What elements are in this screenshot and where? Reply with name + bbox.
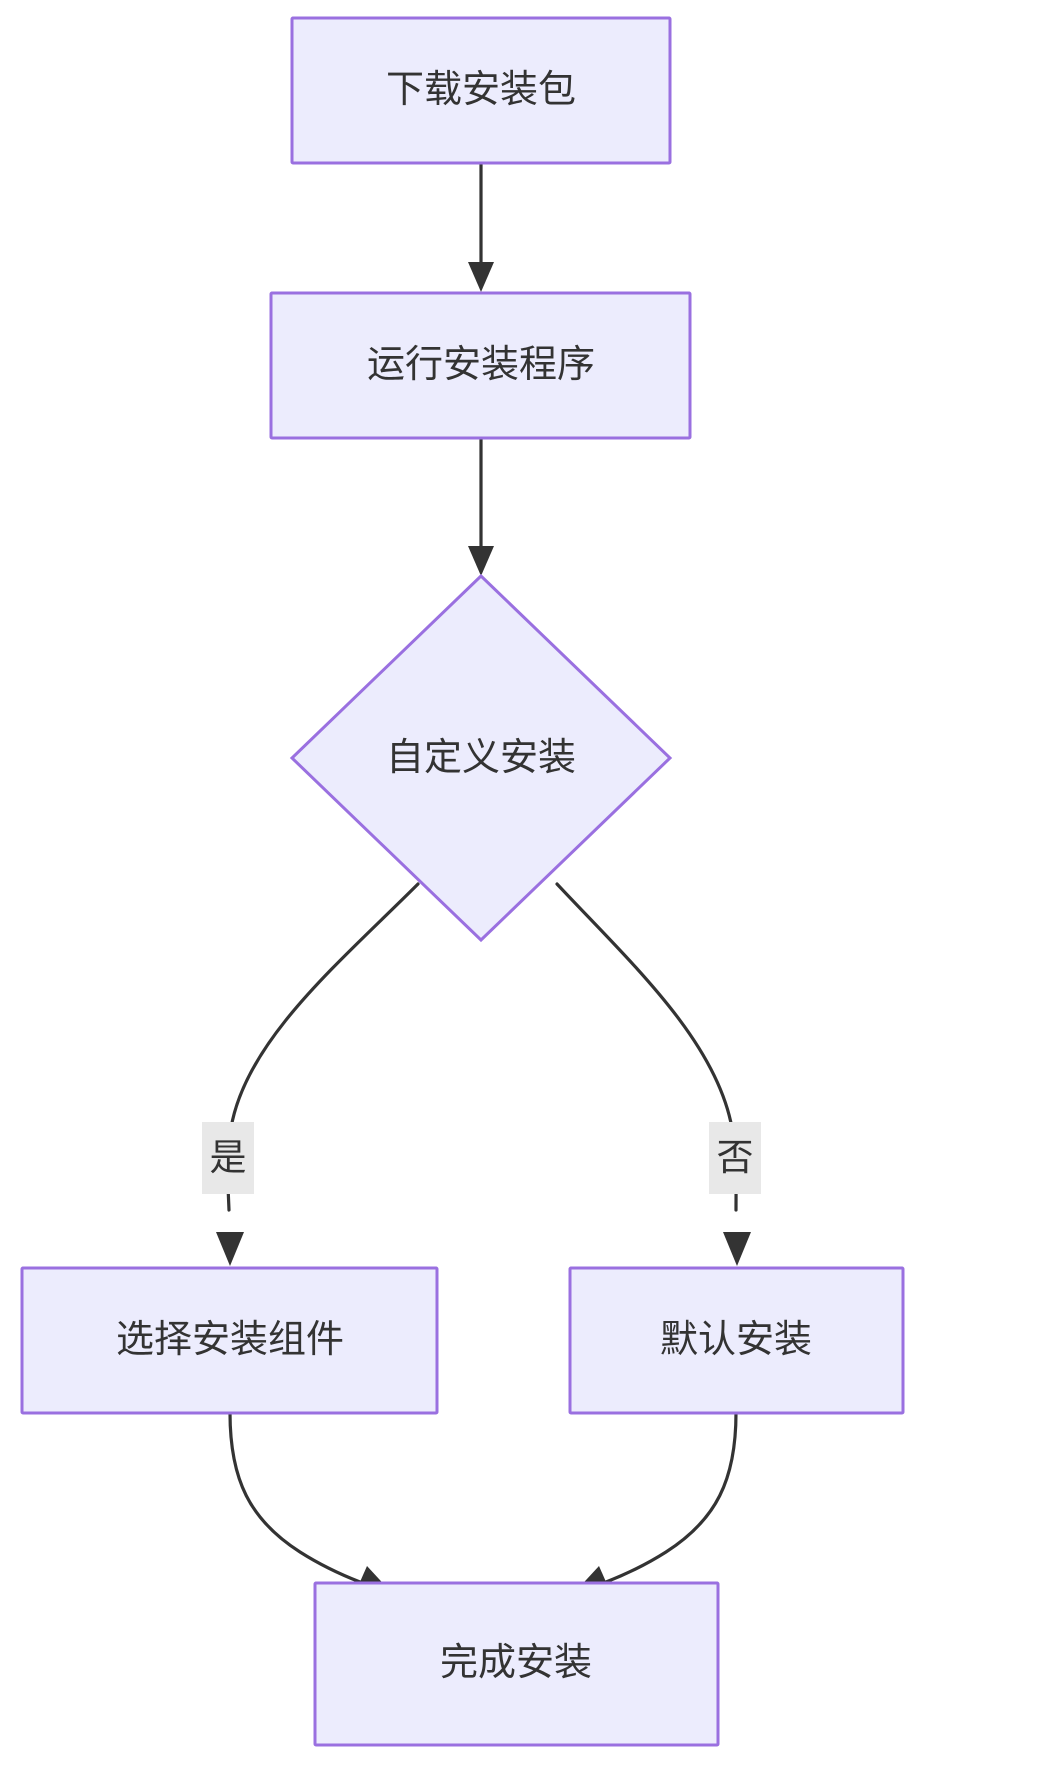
node-download[interactable]: 下载安装包 bbox=[290, 16, 672, 165]
node-label-select-components: 选择安装组件 bbox=[116, 1319, 344, 1361]
edge-line bbox=[604, 1411, 738, 1584]
edge-custom-to-default bbox=[555, 882, 751, 1266]
node-label-custom-install: 自定义安装 bbox=[386, 737, 576, 779]
edge-run-to-custom bbox=[468, 436, 494, 576]
node-label-default-install: 默认安装 bbox=[660, 1319, 812, 1361]
edge-line bbox=[226, 882, 420, 1212]
node-finish-install[interactable]: 完成安装 bbox=[313, 1581, 720, 1747]
edge-line bbox=[228, 1411, 362, 1584]
node-label-run-installer: 运行安装程序 bbox=[367, 344, 595, 386]
node-label-finish-install: 完成安装 bbox=[440, 1642, 592, 1684]
node-custom-install-decision[interactable]: 自定义安装 bbox=[289, 573, 673, 943]
node-shape-diamond[interactable] bbox=[289, 573, 673, 943]
node-default-install[interactable]: 默认安装 bbox=[568, 1266, 905, 1415]
edge-label-yes: 是 bbox=[202, 1122, 254, 1194]
node-select-components[interactable]: 选择安装组件 bbox=[20, 1266, 439, 1415]
edge-download-to-run bbox=[468, 161, 494, 292]
arrow-head-icon bbox=[468, 546, 494, 576]
arrow-head-icon bbox=[216, 1232, 244, 1266]
edge-label-background bbox=[202, 1122, 254, 1194]
node-shape-rectangle[interactable] bbox=[269, 291, 692, 440]
edge-components-to-finish bbox=[228, 1411, 392, 1593]
edge-default-to-finish bbox=[574, 1411, 738, 1593]
node-shape-rectangle[interactable] bbox=[290, 16, 672, 165]
node-shape-rectangle[interactable] bbox=[568, 1266, 905, 1415]
edge-label-background bbox=[709, 1122, 761, 1194]
node-shape-rectangle[interactable] bbox=[20, 1266, 439, 1415]
edge-custom-to-components bbox=[216, 882, 420, 1266]
arrow-head-icon bbox=[723, 1232, 751, 1266]
edge-label-no-text: 否 bbox=[717, 1137, 754, 1178]
edge-label-yes-text: 是 bbox=[210, 1137, 247, 1178]
node-shape-rectangle[interactable] bbox=[313, 1581, 720, 1747]
node-run-installer[interactable]: 运行安装程序 bbox=[269, 291, 692, 440]
arrow-head-icon bbox=[468, 262, 494, 292]
edge-label-no: 否 bbox=[709, 1122, 761, 1194]
node-label-download: 下载安装包 bbox=[386, 69, 576, 111]
